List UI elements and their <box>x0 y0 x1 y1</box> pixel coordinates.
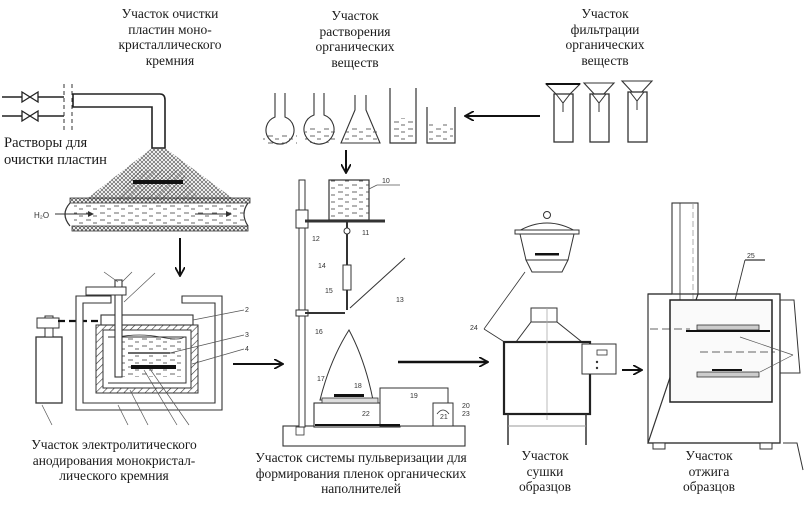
part-number: 20 <box>462 403 470 410</box>
label-line: Растворы для <box>4 135 88 151</box>
section-label-annealing: Участок отжига образцов <box>664 448 754 495</box>
part-number: 25 <box>747 253 755 260</box>
part-number: 18 <box>354 383 362 390</box>
label-line: формирования пленок органических <box>255 465 467 481</box>
drying-apparatus: 24 <box>470 211 617 445</box>
dissolving-apparatus <box>263 88 456 145</box>
cleaning-apparatus <box>2 84 251 232</box>
label-line: веществ <box>331 54 379 70</box>
label-line: кремния <box>145 52 195 68</box>
label-line: Участок <box>685 448 733 463</box>
part-number: 14 <box>318 263 326 270</box>
label-line: органических <box>565 37 645 52</box>
label-line: образцов <box>682 479 736 494</box>
label-line: органических <box>315 39 395 54</box>
label-line: наполнителей <box>321 481 401 496</box>
part-number: 23 <box>462 411 470 418</box>
label-line: Участок <box>521 448 569 463</box>
part-number: 15 <box>325 288 333 295</box>
flask-icon <box>340 95 381 144</box>
label-line: Участок электролитического <box>31 437 197 452</box>
annealing-apparatus: 25 <box>647 202 804 471</box>
part-number: 24 <box>470 325 478 332</box>
section-label-filtration: Участок фильтрации органических веществ <box>550 6 660 68</box>
part-number: 3 <box>245 332 249 339</box>
label-line: растворения <box>319 23 391 39</box>
flask-icon <box>303 93 335 145</box>
valve-icon <box>2 109 64 123</box>
label-line: фильтрации <box>570 21 640 37</box>
anodizing-apparatus: 2 3 4 <box>35 271 249 426</box>
part-number: 21 <box>440 414 448 421</box>
label-line: Участок системы пульверизации для <box>255 450 467 465</box>
label-line: Участок <box>331 8 379 23</box>
part-number: 10 <box>382 178 390 185</box>
flask-icon <box>263 93 297 145</box>
part-number: 22 <box>362 411 370 418</box>
beaker-icon <box>389 88 417 144</box>
label-line: сушки <box>526 463 564 479</box>
solutions-label: Растворы для очистки пластин <box>4 135 107 169</box>
label-line: очистки пластин <box>4 152 107 168</box>
section-label-dissolving: Участок растворения органических веществ <box>285 8 425 70</box>
label-line: отжига <box>688 463 730 479</box>
part-number: 2 <box>245 307 249 314</box>
label-line: образцов <box>518 479 572 494</box>
part-number: 16 <box>315 329 323 336</box>
part-number: 17 <box>317 376 325 383</box>
label-line: Участок очистки <box>121 6 219 21</box>
valve-icon <box>2 90 64 104</box>
section-label-spraying: Участок системы пульверизации для формир… <box>226 450 496 497</box>
section-label-anodizing: Участок электролитического анодирования … <box>4 437 224 484</box>
part-number: 12 <box>312 236 320 243</box>
filter-funnel-icon <box>582 82 616 143</box>
section-label-cleaning: Участок очистки пластин моно- кристаллич… <box>85 6 255 68</box>
part-number: 11 <box>362 230 369 237</box>
label-line: веществ <box>581 52 629 68</box>
beaker-icon <box>426 107 456 144</box>
label-line: Участок <box>581 6 629 21</box>
water-label: H₂O <box>34 211 49 220</box>
part-number: 19 <box>410 393 418 400</box>
section-label-drying: Участок сушки образцов <box>500 448 590 495</box>
label-line: пластин моно- <box>128 21 212 37</box>
label-line: анодирования монокристал- <box>32 452 196 468</box>
label-line: лического кремния <box>59 468 169 483</box>
label-line: кристаллического <box>118 37 222 52</box>
part-number: 4 <box>245 346 249 353</box>
filter-funnel-icon <box>620 80 654 143</box>
part-number: 13 <box>396 297 404 304</box>
filter-funnel-icon <box>544 83 582 143</box>
spraying-apparatus: 10 11 12 13 14 15 16 17 18 19 20 21 22 2… <box>282 178 470 447</box>
filtration-apparatus <box>544 80 654 143</box>
